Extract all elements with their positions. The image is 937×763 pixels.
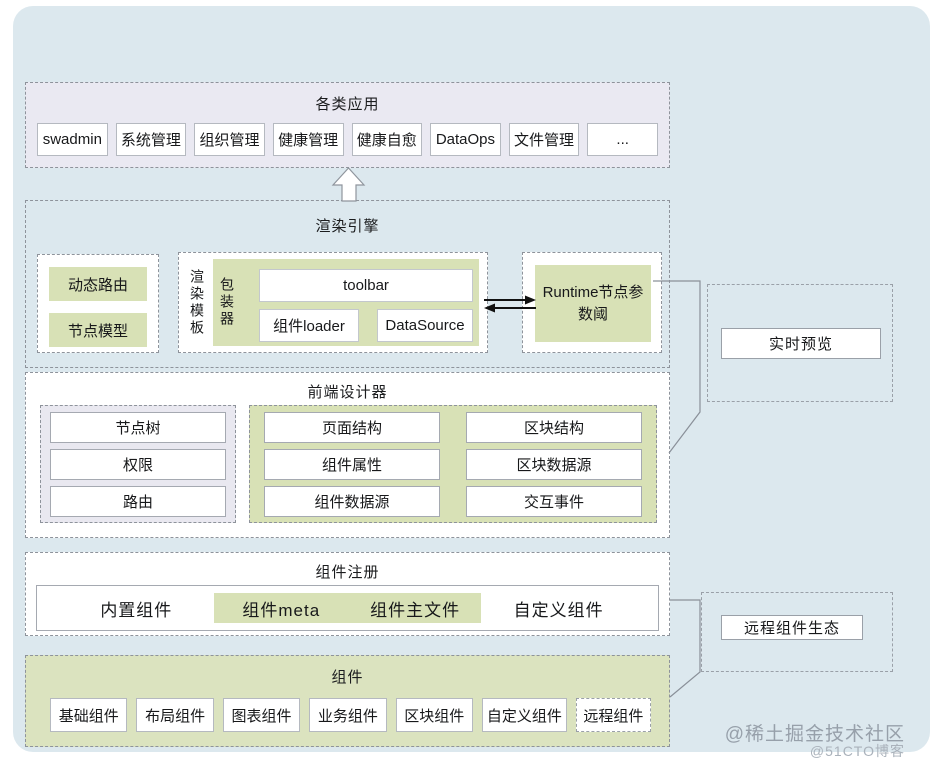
dynamic-routing-chip: 动态路由	[49, 267, 147, 301]
component-meta-chip: 组件meta	[213, 593, 349, 623]
interaction-events-box: 交互事件	[466, 486, 642, 517]
components-row: 基础组件 布局组件 图表组件 业务组件 区块组件 自定义组件 远程组件	[50, 698, 651, 732]
runtime-params-group: Runtime节点参数阈	[522, 252, 662, 353]
render-template-group: 渲染模板 包装器 toolbar 组件loader DataSource	[178, 252, 488, 353]
page-structure-box: 页面结构	[264, 412, 440, 443]
live-preview-group: 实时预览	[707, 284, 893, 402]
component-mainfile-chip: 组件主文件	[348, 593, 482, 623]
datasource-box: DataSource	[377, 309, 473, 342]
apps-row: swadmin 系统管理 组织管理 健康管理 健康自愈 DataOps 文件管理…	[37, 123, 658, 156]
custom-components-label: 自定义组件	[513, 600, 604, 620]
app-item-org: 组织管理	[194, 123, 265, 156]
component-registry-section: 组件注册 内置组件 组件meta 组件主文件 自定义组件	[25, 552, 670, 636]
app-item-swadmin: swadmin	[37, 123, 108, 156]
live-preview-box: 实时预览	[721, 328, 881, 359]
frontend-designer-title: 前端设计器	[307, 384, 388, 401]
remote-ecosystem-group: 远程组件生态	[701, 592, 893, 672]
business-components-box: 业务组件	[309, 698, 387, 732]
basic-components-box: 基础组件	[50, 698, 128, 732]
watermark-51cto: @51CTO博客	[809, 743, 905, 759]
toolbar-box: toolbar	[259, 269, 473, 302]
component-props-box: 组件属性	[264, 449, 440, 480]
wrapper-label: 包装器	[219, 277, 235, 328]
apps-section-title: 各类应用	[315, 96, 380, 113]
engine-routing-group: 动态路由 节点模型	[37, 254, 159, 353]
node-tree-box: 节点树	[50, 412, 226, 443]
builtin-components-label: 内置组件	[100, 600, 173, 620]
component-registry-title: 组件注册	[315, 564, 380, 581]
runtime-params-chip: Runtime节点参数阈	[535, 265, 651, 342]
permission-box: 权限	[50, 449, 226, 480]
remote-ecosystem-box: 远程组件生态	[721, 615, 863, 640]
app-item-health: 健康管理	[272, 123, 344, 156]
app-item-files: 文件管理	[508, 123, 580, 156]
layout-components-box: 布局组件	[136, 698, 214, 732]
node-model-chip: 节点模型	[49, 313, 147, 347]
app-item-more: ...	[587, 123, 658, 156]
app-item-selfheal: 健康自愈	[351, 123, 423, 156]
designer-left-group: 节点树 权限 路由	[40, 405, 236, 523]
wrapper-block: 包装器 toolbar 组件loader DataSource	[213, 259, 479, 346]
render-engine-title: 渲染引擎	[315, 218, 380, 235]
app-item-system: 系统管理	[115, 123, 187, 156]
component-datasource-box: 组件数据源	[264, 486, 440, 517]
watermark-juejin: @稀土掘金技术社区	[724, 724, 905, 745]
block-datasource-box: 区块数据源	[466, 449, 642, 480]
apps-section: 各类应用 swadmin 系统管理 组织管理 健康管理 健康自愈 DataOps…	[25, 82, 670, 168]
component-loader-box: 组件loader	[259, 309, 359, 342]
frontend-designer-section: 前端设计器 节点树 权限 路由 页面结构 组件属性 组件数据源 区块结构 区块数…	[25, 372, 670, 538]
render-template-label: 渲染模板	[189, 268, 205, 337]
designer-right-group: 页面结构 组件属性 组件数据源 区块结构 区块数据源 交互事件	[249, 405, 657, 523]
components-title: 组件	[331, 669, 364, 686]
components-section: 组件 基础组件 布局组件 图表组件 业务组件 区块组件 自定义组件 远程组件	[25, 655, 670, 747]
app-item-dataops: DataOps	[430, 123, 501, 156]
remote-components-box: 远程组件	[575, 698, 651, 732]
routing-box: 路由	[50, 486, 226, 517]
custom-components-box: 自定义组件	[481, 698, 567, 732]
chart-components-box: 图表组件	[222, 698, 301, 732]
block-structure-box: 区块结构	[466, 412, 642, 443]
registry-row: 内置组件 组件meta 组件主文件 自定义组件	[36, 585, 659, 631]
block-components-box: 区块组件	[395, 698, 473, 732]
